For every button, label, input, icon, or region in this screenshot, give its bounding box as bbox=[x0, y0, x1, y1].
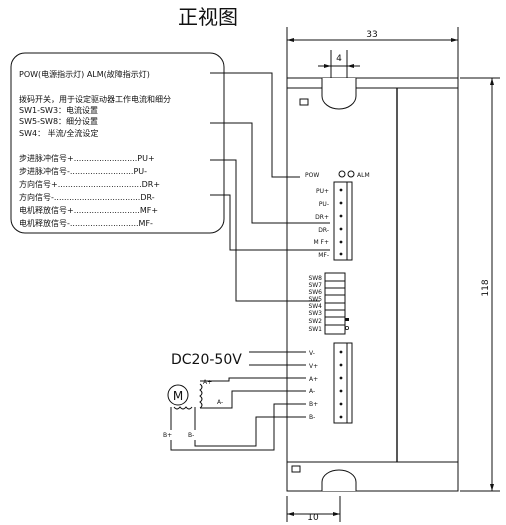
callout-line-mf-plus: 电机释放信号+..........................MF+ bbox=[19, 205, 158, 215]
supply-label: DC20-50V bbox=[171, 352, 242, 368]
sw1-label: SW1 bbox=[308, 326, 322, 333]
callout-line-sw1-3: SW1-SW3：电流设置 bbox=[19, 105, 98, 115]
dimension-height-label: 118 bbox=[481, 279, 491, 296]
callout-line-leds: POW(电源指示灯) ALM(故障指示灯) bbox=[19, 69, 150, 79]
coil-b-plus-label: B+ bbox=[163, 432, 172, 439]
pin-v-minus: V- bbox=[309, 350, 315, 357]
leader-leds bbox=[210, 72, 300, 178]
callout-line-pu-plus: 步进脉冲信号+.........................PU+ bbox=[19, 153, 155, 163]
coil-a bbox=[199, 383, 203, 409]
leader-signals-lower bbox=[210, 194, 330, 251]
power-terminal: V- V+ A+ A- B+ B- bbox=[309, 342, 353, 424]
top-mounting-slot bbox=[321, 78, 357, 110]
callout-line-dr-plus: 方向信号+.................................DR… bbox=[19, 179, 160, 189]
coil-a-minus-label: A- bbox=[217, 399, 223, 406]
callout-line-mf-minus: 电机释放信号-...........................MF- bbox=[19, 218, 153, 228]
dip-switch: SW8 SW7 SW6 SW5 SW4 SW3 SW2 SW1 bbox=[308, 272, 349, 335]
pin-dr-minus: DR- bbox=[318, 227, 329, 234]
dimension-slot-label: 4 bbox=[336, 54, 342, 64]
diagram-title: 正视图 bbox=[178, 5, 238, 29]
pin-mf-minus: MF- bbox=[318, 252, 329, 259]
sw4-label: SW4 bbox=[308, 303, 322, 310]
pow-label: POW bbox=[305, 172, 319, 179]
dimension-bottom: 10 bbox=[286, 496, 341, 523]
pin-b-minus: B- bbox=[309, 414, 315, 421]
supply-wiring: DC20-50V bbox=[171, 351, 306, 368]
motor-wiring: M A+ A- B+ B- bbox=[163, 377, 306, 451]
coil-b-minus-label: B- bbox=[188, 432, 194, 439]
pin-dr-plus: DR+ bbox=[315, 214, 329, 221]
alm-led bbox=[347, 170, 355, 178]
pow-led bbox=[338, 170, 346, 178]
pin-pu-minus: PU- bbox=[319, 201, 329, 208]
callout-line-dr-minus: 方向信号-..................................D… bbox=[19, 192, 155, 202]
motor-symbol bbox=[167, 384, 189, 406]
callout-line-sw5-8: SW5-SW8：细分设置 bbox=[19, 116, 98, 126]
dimension-height: 118 bbox=[460, 77, 500, 492]
dimension-width: 33 bbox=[286, 27, 459, 78]
sw7-label: SW7 bbox=[308, 282, 322, 289]
callout-line-pu-minus: 步进脉冲信号-.........................PU- bbox=[19, 166, 147, 176]
coil-a-plus-label: A+ bbox=[203, 379, 212, 386]
sw8-label: SW8 bbox=[308, 275, 322, 282]
alm-label: ALM bbox=[357, 172, 370, 179]
leader-signals-upper bbox=[210, 122, 330, 224]
callout-box: POW(电源指示灯) ALM(故障指示灯) 拨码开关，用于设定驱动器工作电流和细… bbox=[10, 52, 225, 234]
signal-terminal: PU+ PU- DR+ DR- M F+ MF- bbox=[313, 181, 353, 261]
driver-body bbox=[286, 77, 459, 492]
callout-line-dip: 拨码开关，用于设定驱动器工作电流和细分 bbox=[19, 94, 171, 104]
callout-line-sw4: SW4： 半流/全流设定 bbox=[19, 128, 98, 138]
pin-a-minus: A- bbox=[309, 388, 315, 395]
leader-lines bbox=[210, 72, 330, 302]
pin-mf-plus: M F+ bbox=[313, 239, 329, 246]
leader-dip bbox=[210, 159, 320, 302]
pin-v-plus: V+ bbox=[309, 363, 318, 370]
coil-b bbox=[173, 406, 193, 410]
dimension-slot: 4 bbox=[318, 50, 360, 80]
sw3-label: SW3 bbox=[308, 310, 322, 317]
sw5-label: SW5 bbox=[308, 296, 322, 303]
sw2-label: SW2 bbox=[308, 318, 322, 325]
bottom-mounting-slot bbox=[321, 469, 357, 491]
pin-pu-plus: PU+ bbox=[316, 188, 329, 195]
dimension-width-label: 33 bbox=[366, 30, 377, 40]
pin-a-plus: A+ bbox=[309, 376, 318, 383]
pin-b-plus: B+ bbox=[309, 401, 318, 408]
sw6-label: SW6 bbox=[308, 289, 322, 296]
motor-label: M bbox=[173, 389, 183, 403]
dimension-bottom-label: 10 bbox=[307, 513, 319, 523]
status-leds: POW ALM bbox=[305, 170, 370, 179]
